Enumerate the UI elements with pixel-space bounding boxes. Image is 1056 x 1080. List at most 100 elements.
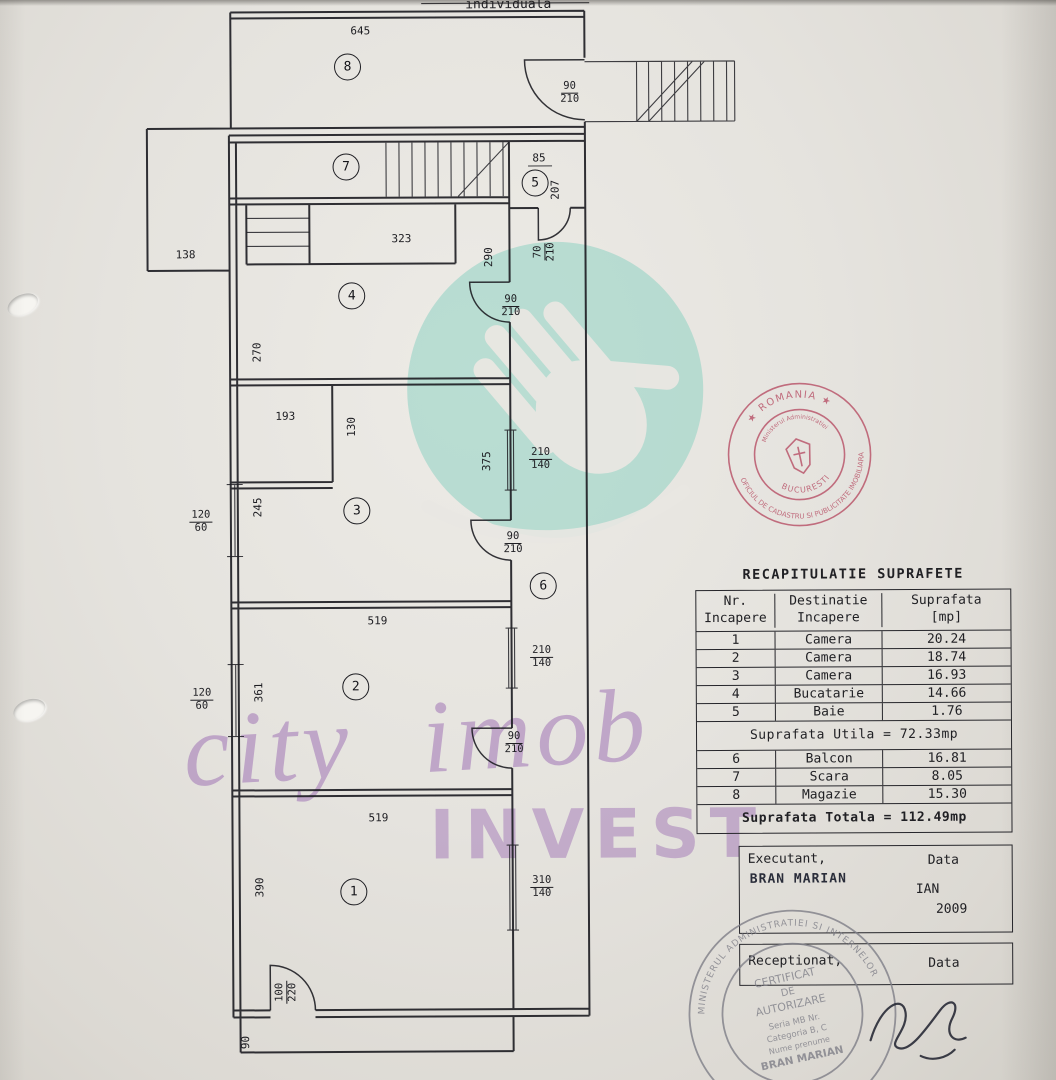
- dimension-label: 245: [251, 497, 265, 518]
- room-number-2: 2: [342, 673, 370, 701]
- table-row: 3 Camera 16.93: [696, 666, 1011, 686]
- cell-destinatie: Camera: [774, 648, 883, 667]
- table-box: Nr. Incapere Destinatie Incapere Suprafa…: [695, 588, 1013, 834]
- cell-nr: 7: [732, 769, 741, 785]
- subtotal-row: Suprafata Utila = 72.33mp: [696, 720, 1012, 751]
- cell-destinatie: Baie: [774, 702, 883, 721]
- cell-suprafata: 16.81: [927, 750, 967, 766]
- table-row: 6 Balcon 16.81: [697, 749, 1012, 769]
- cell-nr: 6: [732, 751, 741, 767]
- fraction-bottom: 140: [532, 656, 552, 669]
- cell-nr: 3: [731, 668, 740, 684]
- header-text: Suprafata: [911, 592, 982, 608]
- header-text: Incapere: [797, 610, 860, 626]
- table-title: RECAPITULATIE SUPRAFETE: [742, 565, 964, 583]
- cell-nr: 5: [731, 704, 740, 720]
- total-row: Suprafata Totala = 112.49mp: [742, 809, 967, 827]
- fraction-bottom: 140: [531, 458, 551, 471]
- cell-suprafata: 16.93: [927, 667, 967, 683]
- cell-destinatie: Scara: [775, 767, 884, 786]
- hand-logo-watermark-icon: [407, 241, 704, 544]
- fraction-bottom: 60: [195, 699, 209, 712]
- fraction-bottom: 210: [560, 92, 580, 105]
- table-row: 7 Scara 8.05: [697, 767, 1012, 787]
- fraction-bottom: 140: [532, 886, 552, 899]
- fraction-top: 120: [190, 687, 214, 701]
- cell-destinatie: Bucatarie: [774, 684, 883, 703]
- room-number-4: 4: [338, 282, 366, 310]
- table-row: 8 Magazie 15.30: [697, 785, 1012, 805]
- dimension-label: 323: [391, 232, 412, 246]
- cell-suprafata: 18.74: [927, 649, 967, 665]
- dimension-label: 375: [480, 451, 494, 472]
- cell-destinatie: Magazie: [775, 785, 884, 804]
- cell-nr: 4: [731, 686, 740, 702]
- cell-destinatie: Camera: [774, 630, 883, 649]
- hand-shape: [473, 301, 680, 474]
- fraction-top: 210: [529, 446, 553, 460]
- cell-nr: 1: [731, 632, 740, 648]
- data-label: Data: [927, 852, 960, 868]
- fraction-top: 210: [530, 644, 554, 658]
- header-text: [mp]: [930, 609, 963, 625]
- header-destinatie: Destinatie Incapere: [774, 593, 883, 628]
- fraction-top: 70: [531, 243, 546, 261]
- signature: [869, 1001, 967, 1060]
- cell-suprafata: 8.05: [931, 768, 963, 784]
- cadastru-round-stamp: ★ ROMANIA ★ OFICIUL DE CADASTRU SI PUBLI…: [727, 381, 877, 533]
- dimension-label: 85: [532, 151, 546, 165]
- cell-destinatie: Balcon: [775, 749, 884, 768]
- stamp-text-line: DE: [780, 986, 796, 1000]
- cell-suprafata: 15.30: [927, 786, 967, 802]
- cell-suprafata: 14.66: [927, 685, 967, 701]
- room-number-8: 8: [333, 53, 362, 81]
- dimension-label: 519: [367, 614, 388, 628]
- cell-nr: 8: [732, 787, 741, 803]
- fraction-bottom: 210: [543, 242, 557, 262]
- header-text: Nr.: [723, 593, 748, 609]
- room-number-3: 3: [343, 497, 371, 525]
- fraction-top: 90: [504, 530, 522, 544]
- fraction-bottom: 210: [504, 742, 524, 755]
- dimension-label: 270: [250, 342, 264, 363]
- fraction-top: 90: [561, 80, 578, 94]
- fraction-top: 90: [505, 730, 523, 744]
- dimension-label: 519: [368, 811, 389, 825]
- dimension-label: 193: [275, 409, 296, 423]
- header-text: Incapere: [704, 610, 767, 626]
- room-number-6: 6: [529, 572, 557, 600]
- dimension-label: 361: [252, 682, 266, 703]
- fraction-bottom: 210: [503, 542, 523, 555]
- table-header-row: Nr. Incapere Destinatie Incapere Suprafa…: [696, 589, 1011, 632]
- fraction-bottom: 60: [194, 521, 208, 534]
- dimension-label: 207: [548, 179, 562, 200]
- fraction-bottom: 210: [501, 305, 521, 318]
- stamp-inner-top-text: Ministerul Administratiei: [757, 407, 830, 445]
- fraction-top: 100: [273, 980, 287, 1004]
- room-number-1: 1: [340, 878, 368, 906]
- dimension-label: 90: [239, 1035, 253, 1050]
- room-number-5: 5: [521, 169, 549, 197]
- stamp-emblem-icon: [785, 438, 811, 475]
- dimension-label: 390: [253, 877, 267, 898]
- svg-text:BUCURESTI: BUCURESTI: [779, 471, 834, 499]
- dimension-label: 130: [344, 416, 358, 437]
- header-nr: Nr. Incapere: [696, 594, 774, 628]
- cell-destinatie: Camera: [774, 666, 883, 685]
